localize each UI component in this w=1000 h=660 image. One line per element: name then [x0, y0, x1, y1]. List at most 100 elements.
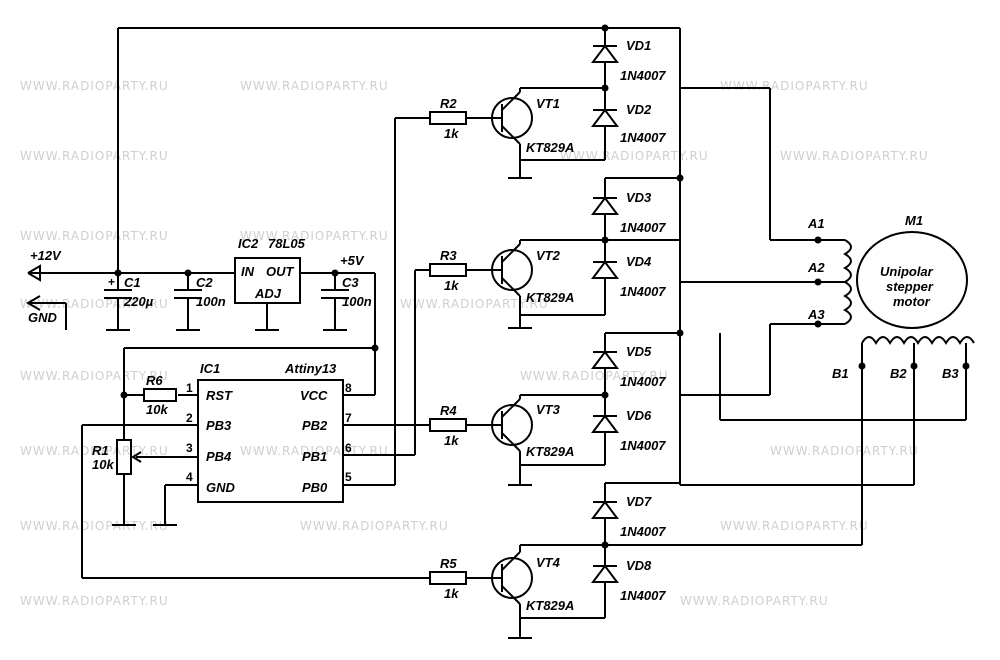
- svg-text:VD2: VD2: [626, 102, 652, 117]
- motor: M1 Unipolar stepper motor A1 A2 A3 B1 B2…: [605, 87, 975, 546]
- vd4-icon: [591, 260, 619, 279]
- vd7-icon: [591, 500, 619, 519]
- r2-label: R2: [440, 96, 457, 111]
- svg-text:stepper: stepper: [886, 279, 934, 294]
- svg-text:6: 6: [345, 441, 352, 455]
- svg-text:1N4007: 1N4007: [620, 524, 666, 539]
- svg-text:2: 2: [186, 411, 193, 425]
- svg-text:VD1: VD1: [626, 38, 651, 53]
- svg-text:WWW.RADIOPARTY.RU: WWW.RADIOPARTY.RU: [20, 519, 169, 533]
- r4-label: R4: [440, 403, 457, 418]
- r6-value: 10k: [146, 402, 168, 417]
- svg-text:PB4: PB4: [206, 449, 232, 464]
- svg-text:PB3: PB3: [206, 418, 232, 433]
- ic2-part: 78L05: [268, 236, 306, 251]
- vd3-icon: [591, 196, 619, 215]
- svg-text:WWW.RADIOPARTY.RU: WWW.RADIOPARTY.RU: [520, 369, 669, 383]
- svg-text:3: 3: [186, 441, 193, 455]
- r5-label: R5: [440, 556, 457, 571]
- svg-text:WWW.RADIOPARTY.RU: WWW.RADIOPARTY.RU: [780, 149, 929, 163]
- c2-label: C2: [196, 275, 213, 290]
- mcu-box: [197, 379, 344, 503]
- vt2-part: KT829A: [526, 290, 574, 305]
- vt3-part: KT829A: [526, 444, 574, 459]
- vd5-icon: [591, 350, 619, 369]
- power-section: +12V GND C1 220µ + C2 100n IC2 78L05 IN: [26, 27, 605, 395]
- svg-text:A1: A1: [807, 216, 825, 231]
- v5-label: +5V: [340, 253, 365, 268]
- svg-text:VD8: VD8: [626, 558, 652, 573]
- svg-text:OUT: OUT: [266, 264, 295, 279]
- c1-value: 220µ: [123, 294, 154, 309]
- vd6-icon: [591, 414, 619, 433]
- vt4-label: VT4: [536, 555, 561, 570]
- r6-label: R6: [146, 373, 163, 388]
- svg-text:4: 4: [186, 470, 193, 484]
- r4-body: [429, 418, 467, 432]
- r5-value: 1k: [444, 586, 459, 601]
- svg-text:1N4007: 1N4007: [620, 374, 666, 389]
- svg-text:WWW.RADIOPARTY.RU: WWW.RADIOPARTY.RU: [720, 519, 869, 533]
- svg-text:VD4: VD4: [626, 254, 652, 269]
- ic1-part: Attiny13: [284, 361, 337, 376]
- motor-body: [856, 231, 968, 329]
- svg-text:WWW.RADIOPARTY.RU: WWW.RADIOPARTY.RU: [20, 594, 169, 608]
- svg-text:RST: RST: [206, 388, 233, 403]
- svg-text:motor: motor: [893, 294, 931, 309]
- r5-body: [429, 571, 467, 585]
- r2-value: 1k: [444, 126, 459, 141]
- svg-text:WWW.RADIOPARTY.RU: WWW.RADIOPARTY.RU: [20, 369, 169, 383]
- vd8-icon: [591, 564, 619, 583]
- svg-text:WWW.RADIOPARTY.RU: WWW.RADIOPARTY.RU: [400, 297, 549, 311]
- svg-text:8: 8: [345, 381, 352, 395]
- svg-text:IN: IN: [241, 264, 255, 279]
- r1-value: 10k: [92, 457, 114, 472]
- ic2-label: IC2: [238, 236, 259, 251]
- r2-body: [429, 111, 467, 125]
- r1-label: R1: [92, 443, 109, 458]
- svg-text:7: 7: [345, 411, 352, 425]
- svg-text:1N4007: 1N4007: [620, 130, 666, 145]
- svg-text:1N4007: 1N4007: [620, 68, 666, 83]
- svg-text:1N4007: 1N4007: [620, 284, 666, 299]
- svg-text:PB2: PB2: [302, 418, 328, 433]
- c1-label: C1: [124, 275, 141, 290]
- svg-text:VD3: VD3: [626, 190, 652, 205]
- ic1-label: IC1: [200, 361, 220, 376]
- svg-text:WWW.RADIOPARTY.RU: WWW.RADIOPARTY.RU: [770, 444, 919, 458]
- svg-text:Unipolar: Unipolar: [880, 264, 934, 279]
- gnd-label: GND: [28, 310, 58, 325]
- r3-label: R3: [440, 248, 457, 263]
- watermarks: WWW.RADIOPARTY.RU WWW.RADIOPARTY.RU WWW.…: [20, 79, 929, 608]
- r6-body: [143, 388, 177, 402]
- mcu: IC1 Attiny13 1 RST 2 PB3 3 PB4 4 GND 8 V…: [81, 117, 430, 579]
- svg-text:1N4007: 1N4007: [620, 438, 666, 453]
- svg-text:WWW.RADIOPARTY.RU: WWW.RADIOPARTY.RU: [680, 594, 829, 608]
- svg-text:WWW.RADIOPARTY.RU: WWW.RADIOPARTY.RU: [20, 229, 169, 243]
- coil-b-icon: [861, 336, 975, 345]
- svg-text:GND: GND: [206, 480, 236, 495]
- svg-text:1: 1: [186, 381, 193, 395]
- vt4-part: KT829A: [526, 598, 574, 613]
- svg-text:PB0: PB0: [302, 480, 328, 495]
- svg-text:VD6: VD6: [626, 408, 652, 423]
- wiper-arrow-icon: [131, 451, 142, 463]
- coil-a-icon: [843, 239, 852, 325]
- r3-value: 1k: [444, 278, 459, 293]
- c3-label: C3: [342, 275, 359, 290]
- svg-text:A3: A3: [807, 307, 825, 322]
- svg-text:WWW.RADIOPARTY.RU: WWW.RADIOPARTY.RU: [240, 229, 389, 243]
- svg-text:VD5: VD5: [626, 344, 652, 359]
- vt2-label: VT2: [536, 248, 561, 263]
- r3-body: [429, 263, 467, 277]
- r4-value: 1k: [444, 433, 459, 448]
- vd2-icon: [591, 108, 619, 127]
- svg-text:B2: B2: [890, 366, 907, 381]
- svg-text:+: +: [108, 275, 115, 289]
- svg-text:WWW.RADIOPARTY.RU: WWW.RADIOPARTY.RU: [240, 79, 389, 93]
- m1-label: M1: [905, 213, 923, 228]
- c2-value: 100n: [196, 294, 226, 309]
- vt1-label: VT1: [536, 96, 560, 111]
- svg-text:VD7: VD7: [626, 494, 652, 509]
